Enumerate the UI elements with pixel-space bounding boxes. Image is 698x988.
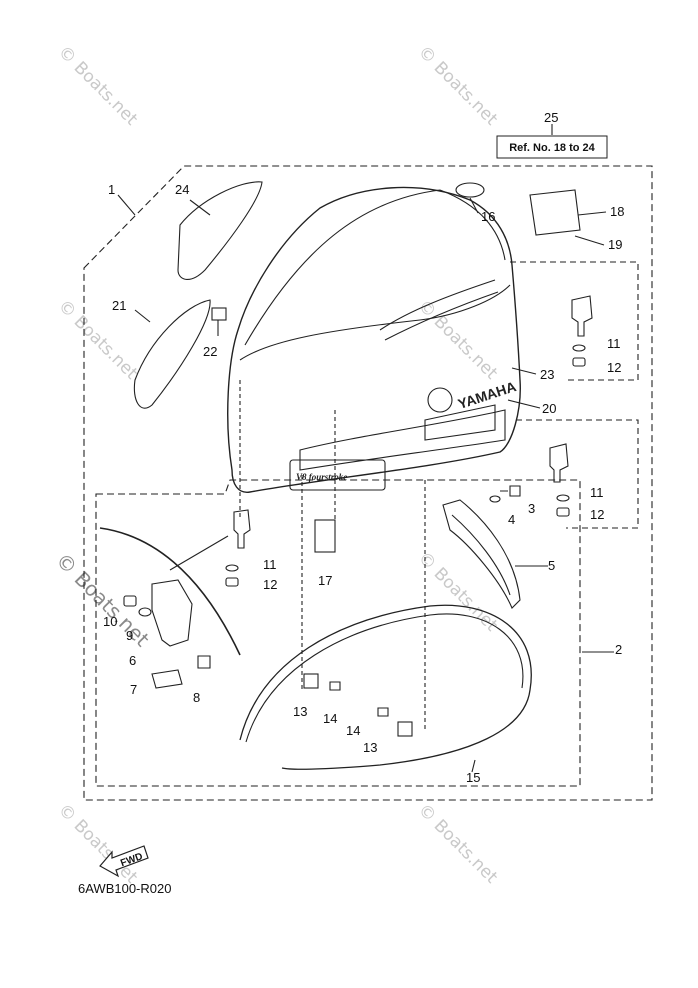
callout-12-upper: 12 [607, 360, 621, 375]
latch-body-6 [151, 579, 193, 647]
callout-25: 25 [544, 110, 558, 125]
lower-right-bracket-box [516, 419, 639, 529]
cowling-upper-lip [239, 284, 511, 361]
seal-15-inner [245, 613, 524, 743]
bracket-plate-5 [442, 499, 521, 609]
callout-14-left: 14 [323, 711, 337, 726]
cowling-grille [424, 404, 496, 441]
callout-6: 6 [129, 653, 136, 668]
callout-4: 4 [508, 512, 515, 527]
callout-11-right: 11 [590, 485, 604, 500]
clip-13-left [303, 673, 319, 689]
cowling-side-panel [299, 409, 506, 471]
callout-1: 1 [108, 182, 115, 197]
leader-16 [469, 197, 479, 214]
upper-right-bracket-box [510, 261, 639, 381]
fwd-arrow-icon: FWD [99, 845, 149, 878]
nut-10 [123, 595, 137, 607]
callout-17: 17 [318, 573, 332, 588]
callout-9: 9 [126, 628, 133, 643]
callout-24: 24 [175, 182, 189, 197]
nut-12-upper [572, 357, 586, 367]
washer-11-left [225, 564, 239, 572]
callout-10: 10 [103, 614, 117, 629]
callout-18: 18 [610, 204, 624, 219]
callout-15: 15 [466, 770, 480, 785]
decal-21 [133, 299, 211, 409]
callout-11-left: 11 [263, 557, 277, 572]
top-cowling [227, 186, 521, 493]
latch-upper-right [571, 295, 593, 337]
washer-4 [489, 495, 501, 503]
detail-inset-curve [99, 527, 241, 656]
callout-14-right: 14 [346, 723, 360, 738]
callout-22: 22 [203, 344, 217, 359]
cowling-ridge [244, 189, 506, 346]
decal-24 [177, 181, 263, 280]
clip-13-right [397, 721, 413, 737]
v8-emblem-text: V8 fourstroke [296, 472, 347, 482]
callout-7: 7 [130, 682, 137, 697]
callout-21: 21 [112, 298, 126, 313]
bracket-plate-5-inner [451, 514, 511, 596]
bolt-14-right [377, 707, 389, 717]
callout-19: 19 [608, 237, 622, 252]
callout-8: 8 [193, 690, 200, 705]
nut-12-left [225, 577, 239, 587]
callout-12-right: 12 [590, 507, 604, 522]
badge-16 [455, 182, 485, 198]
callout-2: 2 [615, 642, 622, 657]
latch-left [233, 509, 251, 549]
nut-12-right [556, 507, 570, 517]
callouts: 1 2 3 4 5 6 7 8 9 10 11 11 11 12 12 12 1… [103, 110, 624, 785]
bolt-14-left [329, 681, 341, 691]
ref-box [496, 135, 608, 159]
emblem-plate [289, 459, 386, 491]
leader-15 [471, 759, 476, 773]
screw-8 [197, 655, 211, 669]
decal-17 [314, 519, 336, 553]
callout-23: 23 [540, 367, 554, 382]
leader-19 [574, 235, 605, 246]
part-code: 6AWB100-R020 [78, 881, 171, 896]
washer-11-right [556, 494, 570, 502]
callout-13-left: 13 [293, 704, 307, 719]
cowling-air-vent [379, 279, 499, 341]
callout-11-upper: 11 [607, 336, 621, 351]
callout-12-left: 12 [263, 577, 277, 592]
leader-18 [577, 211, 607, 216]
latch-lower-right [549, 443, 569, 483]
leader-1 [117, 194, 136, 216]
callout-16: 16 [481, 209, 495, 224]
washer-11-upper [572, 344, 586, 352]
label-18 [529, 189, 581, 236]
leader-20 [507, 399, 541, 409]
assembly-1-boundary [83, 165, 653, 801]
callout-20: 20 [542, 401, 556, 416]
clip-22 [211, 307, 227, 321]
grommet-7 [151, 669, 183, 689]
washer-9 [138, 607, 152, 617]
detail-leader [169, 535, 229, 571]
ref-box-text: Ref. No. 18 to 24 [509, 142, 595, 154]
callout-13-right: 13 [363, 740, 377, 755]
callout-3: 3 [528, 501, 535, 516]
leader-23 [511, 367, 537, 375]
bolt-3 [500, 485, 521, 497]
leader-21 [134, 309, 151, 323]
leader-24 [189, 199, 211, 216]
yamaha-logo-icon [427, 387, 453, 413]
callout-5: 5 [548, 558, 555, 573]
seal-15 [239, 604, 532, 770]
